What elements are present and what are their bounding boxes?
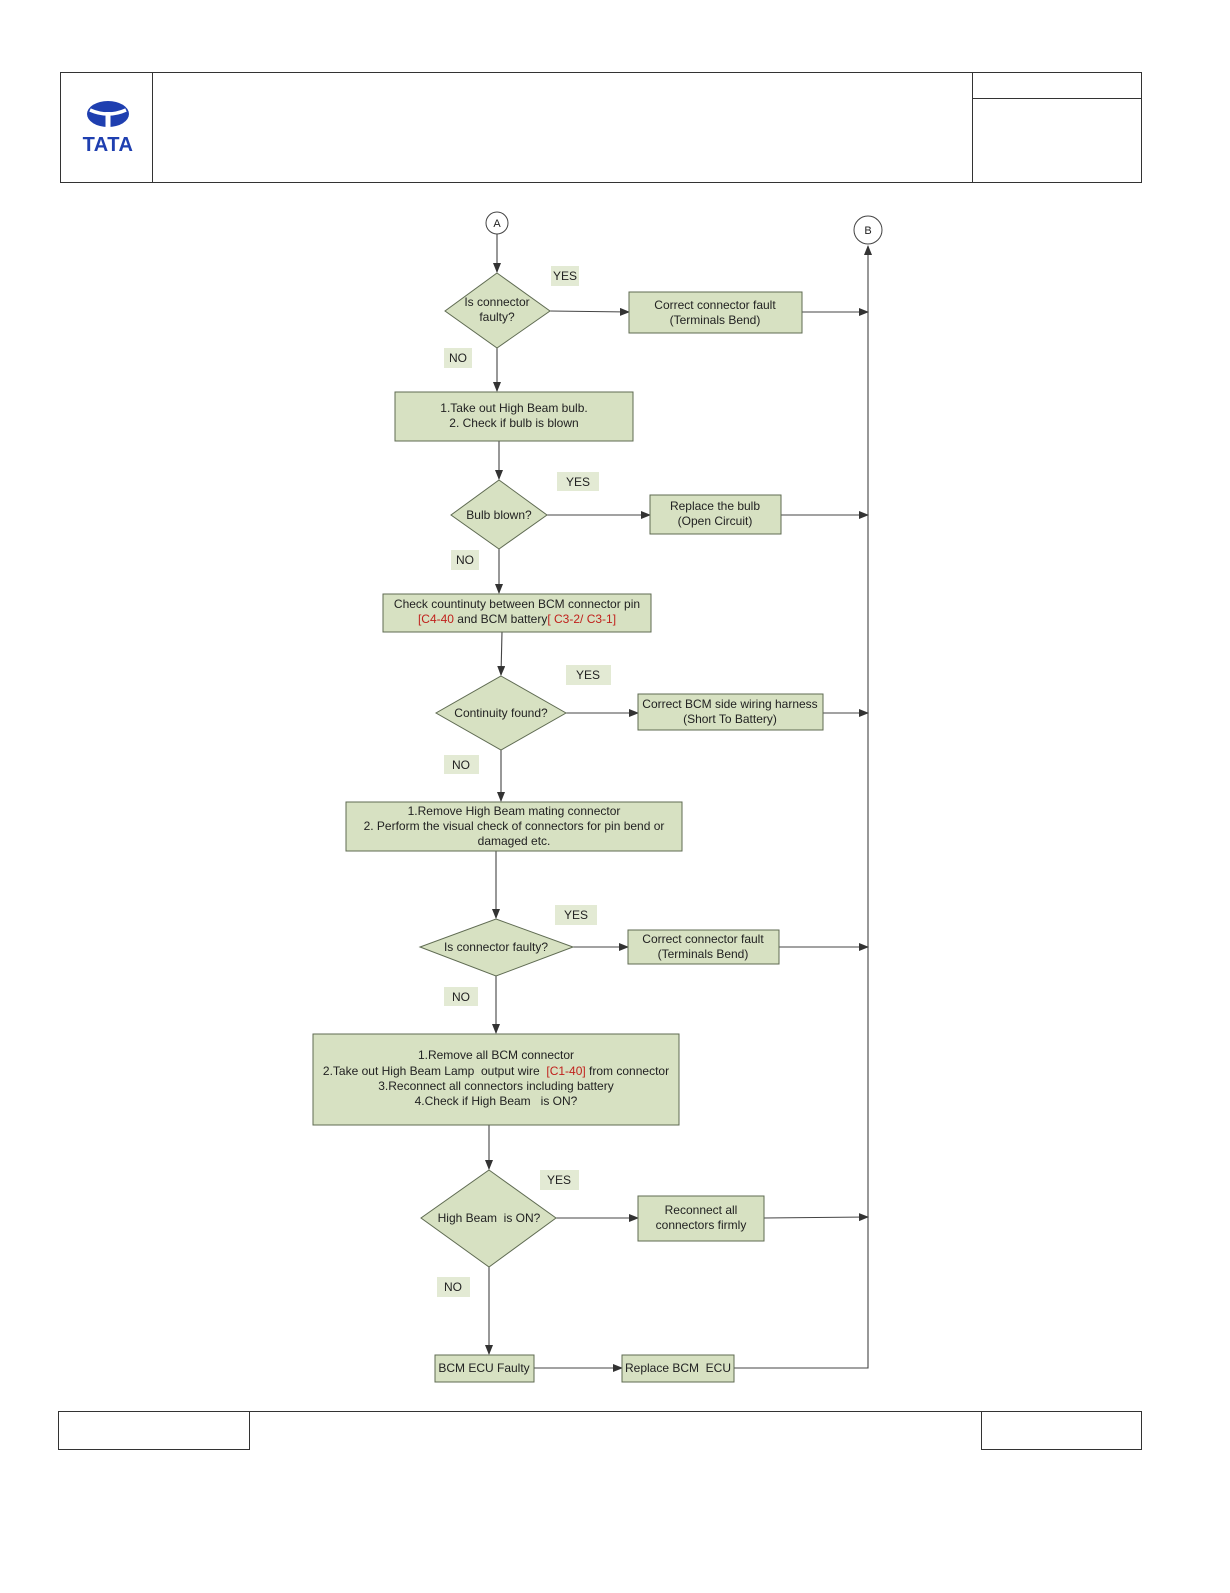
edge-d1-a1 [549,307,630,316]
connector-b-label: B [864,225,871,237]
logo-text: TATA [83,134,134,156]
tata-logo-icon: TATA [83,101,134,156]
decision-continuity-found: Continuity found? [434,675,568,751]
step-2-line-1: Check countinuty between BCM connector p… [394,597,640,611]
action-4-line-2: (Terminals Bend) [658,947,749,961]
pin-ref-c1-40: [C1-40] [546,1064,585,1078]
decision-5-yes-label: YES [540,1170,579,1190]
decision-5-text: High Beam is ON? [438,1211,541,1225]
decision-4-yes-label: YES [555,905,597,925]
decision-connector-faulty-1: Is connector faulty? [444,272,551,349]
edge-s2-d3 [497,631,506,676]
header-table [60,72,1142,183]
step-4-line-2: 2.Take out High Beam Lamp output wire [C… [323,1064,669,1078]
action-5-line-1: Reconnect all [665,1203,738,1217]
step-2-line-2: [C4-40 and BCM battery[ C3-2/ C3-1] [418,612,616,626]
edge-a6-b [734,245,872,1369]
step-bcm-ecu-faulty: BCM ECU Faulty [434,1354,535,1383]
step-3-line-2: 2. Perform the visual check of connector… [364,819,665,833]
decision-4-yes-text: YES [564,908,588,922]
connector-b: B [853,215,883,245]
step-5-text: BCM ECU Faulty [438,1361,529,1375]
action-reconnect-connectors: Reconnect all connectors firmly [637,1195,765,1242]
action-6-text: Replace BCM ECU [625,1361,731,1375]
decision-3-yes-label: YES [566,665,611,685]
pin-ref-c4-40: [C4-40 [418,612,454,626]
connector-a: A [485,211,509,235]
decision-4-no-label: NO [444,987,478,1006]
step-1-line-1: 1.Take out High Beam bulb. [440,401,587,415]
decision-1-no-text: NO [449,351,467,365]
pin-ref-c3: [ C3-2/ C3-1] [547,612,616,626]
decision-3-yes-text: YES [576,668,600,682]
step-take-out-bulb: 1.Take out High Beam bulb. 2. Check if b… [394,391,634,442]
action-1-line-1: Correct connector fault [654,298,776,312]
decision-1-yes-text: YES [553,269,577,283]
decision-4-no-text: NO [452,990,470,1004]
step-2-line-2-mid: and BCM battery [454,612,547,626]
footer-left-cell [58,1411,250,1450]
decision-1-yes-label: YES [551,266,579,286]
step-remove-all-bcm-connector: 1.Remove all BCM connector 2.Take out Hi… [312,1033,680,1126]
decision-4-text: Is connector faulty? [444,940,548,954]
header-right-cell [972,72,1142,183]
action-correct-bcm-wiring: Correct BCM side wiring harness (Short T… [637,693,824,731]
header-logo-cell: TATA [60,72,153,183]
decision-2-text: Bulb blown? [466,508,532,522]
action-correct-connector-fault-1: Correct connector fault (Terminals Bend) [628,291,803,334]
step-4-line-4: 4.Check if High Beam is ON? [415,1094,578,1108]
edges [485,234,872,1372]
decision-1-no-label: NO [444,348,472,368]
step-remove-mating-connector: 1.Remove High Beam mating connector 2. P… [345,801,683,852]
step-4-line-1: 1.Remove all BCM connector [418,1048,574,1062]
decision-2-yes-text: YES [566,475,590,489]
action-5-line-2: connectors firmly [656,1218,747,1232]
decision-3-no-text: NO [452,758,470,772]
connector-a-label: A [493,218,501,230]
step-3-line-1: 1.Remove High Beam mating connector [408,804,621,818]
edge-a5-b [763,1213,869,1222]
action-replace-bcm-ecu: Replace BCM ECU [621,1354,735,1383]
footer-divider [250,1411,981,1412]
step-4-line-2-start: 2.Take out High Beam Lamp output wire [323,1064,546,1078]
step-1-line-2: 2. Check if bulb is blown [449,416,578,430]
decision-bulb-blown: Bulb blown? [450,479,548,550]
step-check-continuity: Check countinuty between BCM connector p… [382,593,652,633]
decision-5-no-text: NO [444,1280,462,1294]
action-4-line-1: Correct connector fault [642,932,764,946]
step-3-line-3: damaged etc. [478,834,551,848]
action-correct-connector-fault-2: Correct connector fault (Terminals Bend) [627,929,780,965]
decision-3-no-label: NO [444,755,479,774]
decision-2-yes-label: YES [557,472,599,491]
decision-high-beam-on: High Beam is ON? [420,1169,557,1268]
action-3-line-2: (Short To Battery) [683,712,777,726]
footer-right-cell [981,1411,1142,1450]
decision-5-no-label: NO [437,1277,470,1297]
decision-2-no-text: NO [456,553,474,567]
step-4-line-2-end: from connector [586,1064,669,1078]
action-2-line-1: Replace the bulb [670,499,760,513]
action-3-line-1: Correct BCM side wiring harness [642,697,817,711]
decision-3-text: Continuity found? [454,706,548,720]
step-4-line-3: 3.Reconnect all connectors including bat… [378,1079,613,1093]
action-replace-bulb: Replace the bulb (Open Circuit) [649,494,782,535]
header-right-divider [972,98,1142,99]
decision-connector-faulty-2: Is connector faulty? [418,918,575,977]
decision-2-no-label: NO [451,550,479,570]
action-1-line-2: (Terminals Bend) [670,313,761,327]
decision-1-line-2: faulty? [479,310,515,324]
decision-1-line-1: Is connector [464,295,529,309]
decision-5-yes-text: YES [547,1173,571,1187]
action-2-line-2: (Open Circuit) [678,514,753,528]
